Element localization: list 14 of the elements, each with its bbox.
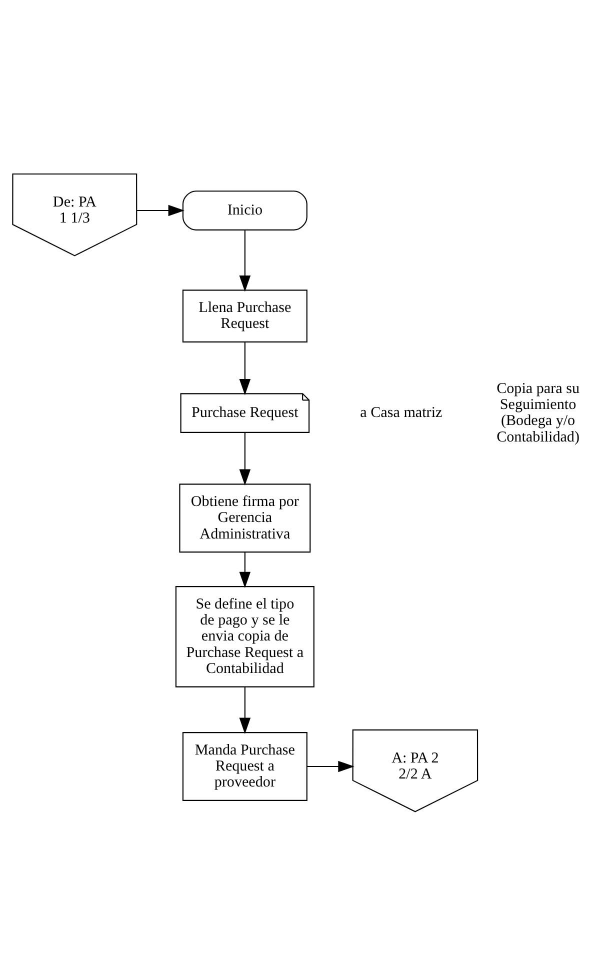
arrow	[239, 342, 251, 396]
node-box: Llena Purchase Request	[182, 290, 308, 342]
node-box: Obtiene firma por Gerencia Administrativa	[179, 484, 311, 553]
node-label: a Casa matriz	[360, 405, 442, 422]
arrow	[239, 687, 251, 734]
node-label: Copia para su Seguimiento (Bodega y/o Contabilidad)	[496, 380, 580, 446]
node-box: Manda Purchase Request a proveedor	[182, 732, 308, 801]
arrow	[239, 432, 251, 486]
arrow	[136, 204, 184, 216]
arrow	[239, 552, 251, 588]
node-box: Se define el tipo de pago y se le envia copia de Purchase Request a Contabilidad	[175, 586, 314, 688]
node-box: Inicio	[182, 190, 308, 230]
arrow	[307, 760, 354, 772]
arrow	[239, 230, 251, 292]
